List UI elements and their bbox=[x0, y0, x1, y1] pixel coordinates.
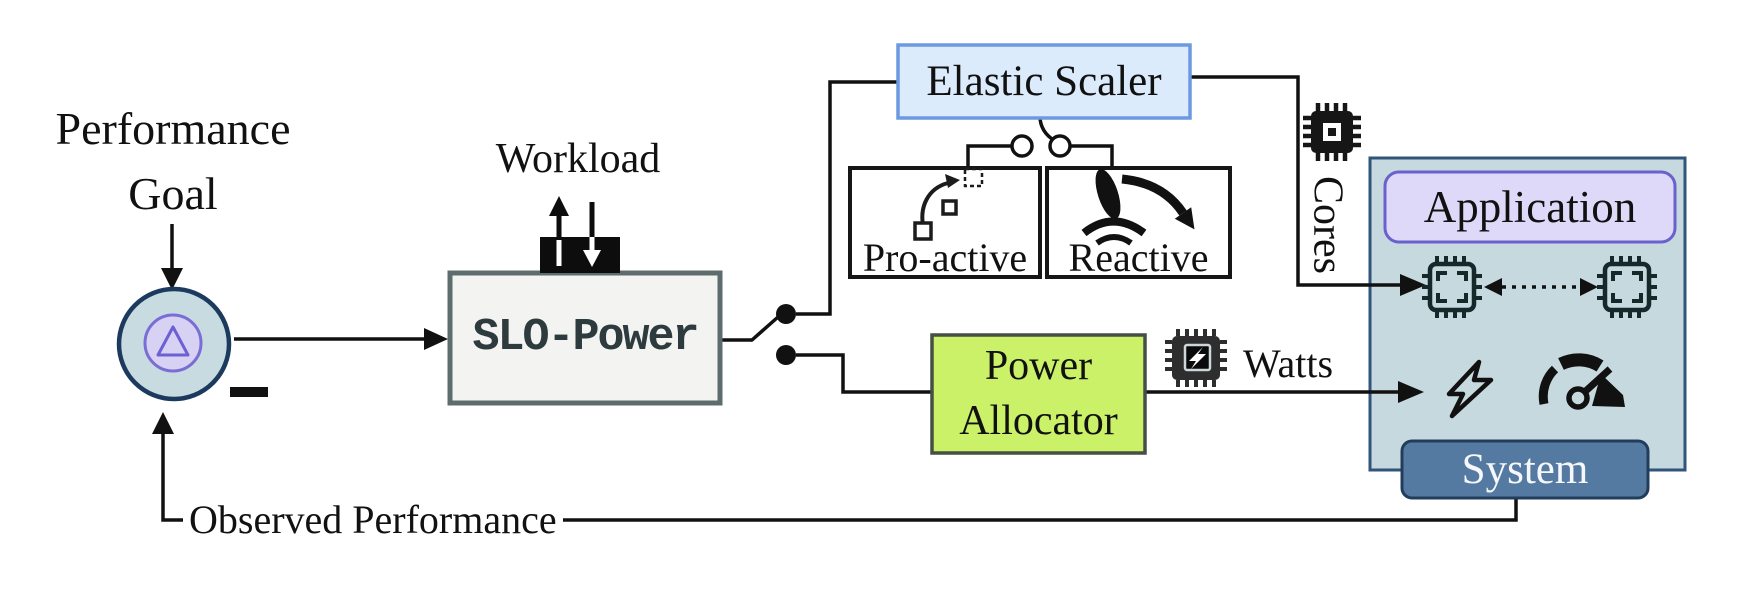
delta-comparator-icon bbox=[116, 286, 232, 402]
system-label-box bbox=[1400, 439, 1650, 500]
chip-icon bbox=[1303, 103, 1361, 161]
elastic-scaler-box bbox=[896, 43, 1192, 120]
power-allocator-label: Power Allocator bbox=[959, 343, 1118, 444]
dashed-link-arrow-icon bbox=[1484, 278, 1598, 296]
scaler-contact-right bbox=[1048, 134, 1072, 158]
system-label: System bbox=[1461, 445, 1589, 493]
proactive-box bbox=[848, 166, 1042, 279]
switch-lever-icon bbox=[750, 315, 780, 342]
power-allocator-box bbox=[930, 333, 1147, 455]
scaler-switch-lever-icon bbox=[1038, 117, 1054, 141]
workload-label: Workload bbox=[495, 136, 661, 182]
arrow-right-icon bbox=[1400, 274, 1426, 296]
joystick-icon bbox=[1081, 169, 1195, 246]
lightning-bolt-icon bbox=[1446, 359, 1494, 419]
connector-lines bbox=[152, 75, 1518, 522]
minus-sign bbox=[230, 387, 268, 397]
watts-edge-label: Watts bbox=[1242, 341, 1334, 386]
arrow-down-icon bbox=[161, 268, 183, 290]
cpu-chip-icon bbox=[1422, 256, 1482, 318]
elastic-scaler-label: Elastic Scaler bbox=[926, 57, 1162, 105]
bezier-curve-icon bbox=[913, 167, 984, 241]
reactive-label: Reactive bbox=[1068, 235, 1209, 280]
switch-contact-bottom bbox=[776, 345, 796, 365]
proactive-label: Pro-active bbox=[862, 235, 1028, 280]
gauge-icon bbox=[1538, 353, 1625, 410]
application-box bbox=[1383, 170, 1677, 244]
switch-contact-top bbox=[776, 304, 796, 324]
arrow-right-icon bbox=[1398, 381, 1424, 403]
scaler-contact-left bbox=[1010, 134, 1034, 158]
slo-power-label: SLO-Power bbox=[472, 312, 699, 363]
chip-lightning-icon bbox=[1165, 329, 1227, 387]
observed-performance-label: Observed Performance bbox=[183, 496, 563, 544]
slo-power-box bbox=[447, 270, 723, 406]
cores-edge-label: Cores bbox=[1304, 176, 1351, 274]
performance-goal-label: Performance Goal bbox=[55, 103, 291, 220]
arrow-up-icon bbox=[152, 412, 174, 434]
application-label: Application bbox=[1423, 182, 1637, 232]
upload-download-arrows-icon bbox=[540, 196, 620, 273]
arrow-right-icon bbox=[424, 328, 448, 350]
